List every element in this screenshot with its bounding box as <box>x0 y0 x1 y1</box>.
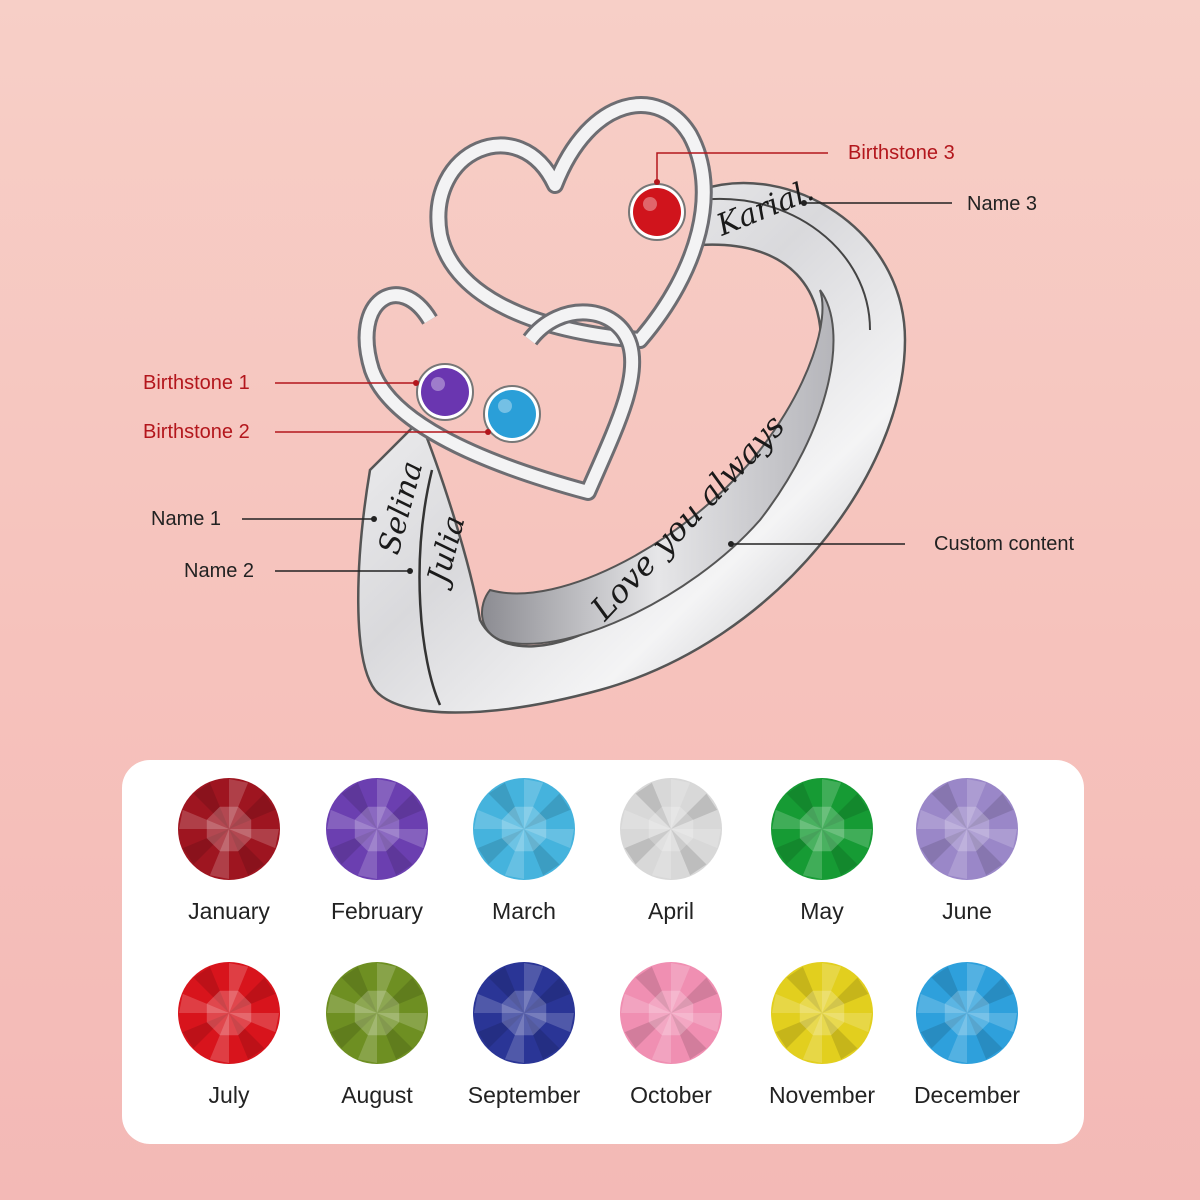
birthstone-month-label: January <box>188 898 270 924</box>
birthstone-july: July <box>149 960 309 1140</box>
callout-birthstone-3: Birthstone 3 <box>848 142 955 164</box>
ring-birthstone-3 <box>628 183 686 241</box>
birthstone-gem-icon <box>916 778 1018 880</box>
leader-name-3 <box>801 200 952 206</box>
birthstone-gem-icon <box>620 778 722 880</box>
leader-custom-content <box>728 541 905 547</box>
birthstone-march: March <box>444 776 604 956</box>
birthstone-june: June <box>887 776 1047 956</box>
birthstone-month-label: August <box>341 1082 413 1108</box>
ring-birthstone-1 <box>416 363 474 421</box>
birthstone-january: January <box>149 776 309 956</box>
birthstone-gem-icon <box>326 778 428 880</box>
birthstone-september: September <box>444 960 604 1140</box>
birthstone-november: November <box>742 960 902 1140</box>
callout-birthstone-2: Birthstone 2 <box>143 421 250 443</box>
birthstone-month-label: February <box>330 898 424 924</box>
callout-name-3: Name 3 <box>967 193 1038 215</box>
ring-band <box>357 181 907 714</box>
callout-name-2: Name 2 <box>184 560 255 582</box>
birthstone-february: February <box>297 776 457 956</box>
birthstone-august: August <box>297 960 457 1140</box>
leader-birthstone-1 <box>275 380 419 386</box>
birthstone-month-label: December <box>913 1082 1021 1108</box>
birthstone-gem-icon <box>473 778 575 880</box>
ring-birthstone-2 <box>483 385 541 443</box>
birthstone-month-label: November <box>768 1082 876 1108</box>
birthstone-gem-icon <box>178 962 280 1064</box>
birthstone-month-label: April <box>647 898 694 924</box>
ring-illustration: Selina Julia Karial. Love you always <box>242 96 952 714</box>
birthstone-month-label: September <box>467 1082 581 1108</box>
birthstone-gem-icon <box>771 962 873 1064</box>
leader-birthstone-3 <box>654 152 828 185</box>
birthstone-gem-icon <box>916 962 1018 1064</box>
callout-birthstone-1: Birthstone 1 <box>143 372 250 394</box>
birthstone-october: October <box>591 960 751 1140</box>
birthstone-month-label: June <box>942 898 992 924</box>
birthstone-gem-icon <box>178 778 280 880</box>
birthstone-gem-icon <box>620 962 722 1064</box>
birthstone-month-label: May <box>800 898 844 924</box>
birthstone-april: April <box>591 776 751 956</box>
birthstone-gem-icon <box>326 962 428 1064</box>
birthstone-month-label: March <box>492 898 556 924</box>
birthstone-gem-icon <box>473 962 575 1064</box>
leader-name-1 <box>242 516 377 522</box>
callout-name-1: Name 1 <box>151 508 222 530</box>
birthstone-may: May <box>742 776 902 956</box>
leader-name-2 <box>275 568 413 574</box>
leader-birthstone-2 <box>275 429 491 435</box>
birthstone-gem-icon <box>771 778 873 880</box>
callout-custom-content: Custom content <box>934 533 1075 555</box>
birthstone-month-label: July <box>208 1082 250 1108</box>
birthstone-december: December <box>887 960 1047 1140</box>
birthstone-month-label: October <box>630 1082 712 1108</box>
